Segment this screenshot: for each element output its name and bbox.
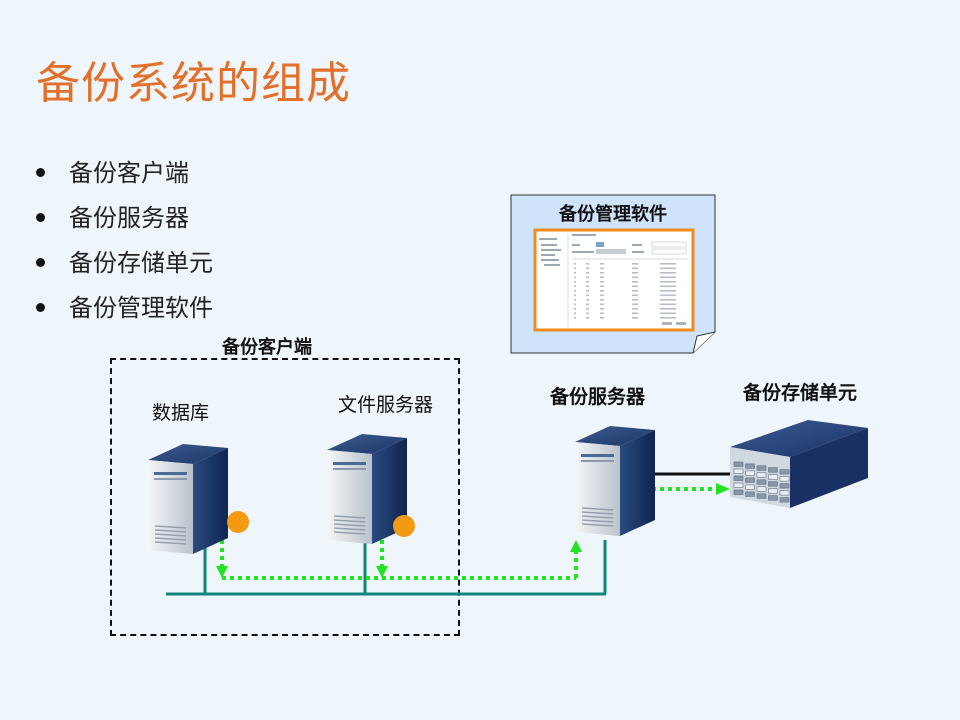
data-flow-path <box>220 487 718 580</box>
file-server-label: 文件服务器 <box>338 394 434 416</box>
bullet-item: 备份服务器 <box>34 195 213 240</box>
bullet-dot <box>36 213 45 222</box>
bullet-list: 备份客户端 备份服务器 备份存储单元 备份管理软件 <box>34 150 213 330</box>
management-software-window <box>510 194 716 354</box>
bullet-item: 备份客户端 <box>34 150 213 195</box>
bullet-dot <box>36 258 45 267</box>
bullet-item: 备份管理软件 <box>34 285 213 330</box>
network-lines <box>166 540 607 596</box>
management-software-label: 备份管理软件 <box>559 204 667 225</box>
bullet-text: 备份存储单元 <box>69 248 213 277</box>
bullet-text: 备份管理软件 <box>69 293 213 322</box>
database-server-icon <box>147 443 229 555</box>
bullet-item: 备份存储单元 <box>34 240 213 285</box>
backup-server-icon <box>574 425 656 537</box>
bullet-text: 备份客户端 <box>69 158 189 187</box>
bullet-text: 备份服务器 <box>69 203 189 232</box>
database-label: 数据库 <box>152 402 210 424</box>
client-group-label: 备份客户端 <box>222 337 312 358</box>
backup-server-label: 备份服务器 <box>550 386 646 408</box>
bullet-dot <box>36 168 45 177</box>
backup-agent-dot <box>393 515 415 537</box>
backup-agent-dot <box>227 511 249 533</box>
data-flow-arrowheads <box>216 483 730 578</box>
storage-array-icon <box>730 420 868 508</box>
bullet-dot <box>36 303 45 312</box>
page-title: 备份系统的组成 <box>36 58 351 109</box>
client-group-box <box>110 358 460 636</box>
storage-label: 备份存储单元 <box>743 382 858 404</box>
